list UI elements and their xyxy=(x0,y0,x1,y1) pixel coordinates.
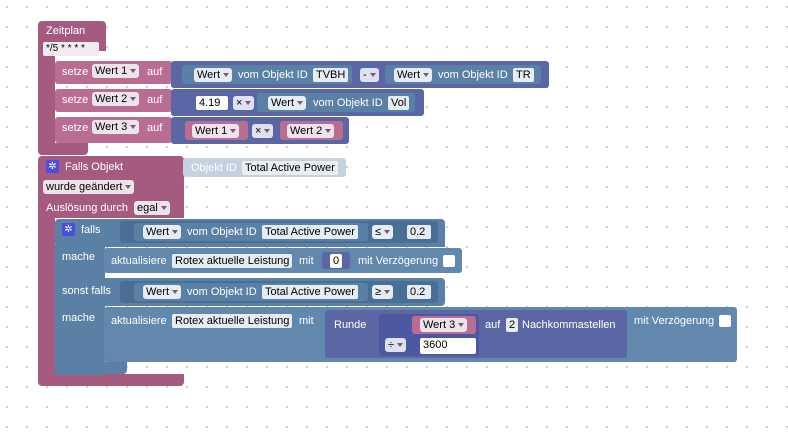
object-id-tr[interactable]: TR xyxy=(513,68,534,82)
multiply-op-dropdown[interactable]: × xyxy=(252,124,274,138)
prop-dropdown[interactable]: Wert xyxy=(143,285,182,299)
number-field[interactable]: 4.19 xyxy=(196,96,228,110)
object-id-vol[interactable]: Vol xyxy=(388,96,410,110)
compare-value-field[interactable]: 0.2 xyxy=(407,285,431,299)
divide-op-dropdown[interactable]: ÷ xyxy=(385,338,407,352)
chevron-down-icon xyxy=(130,69,137,74)
var-wert3-dropdown[interactable]: Wert 3 xyxy=(420,318,468,332)
trigger-title: Falls Objekt xyxy=(65,161,124,173)
trigger-by-label: Auslösung durch xyxy=(46,202,128,214)
chevron-down-icon xyxy=(172,290,179,295)
compare-value-field[interactable]: 0.2 xyxy=(407,225,431,239)
prop-dropdown[interactable]: Wert xyxy=(143,225,182,239)
if-block-footer xyxy=(55,362,127,374)
from-object-label: vom Objekt ID xyxy=(438,69,508,81)
delay-checkbox[interactable] xyxy=(443,255,455,267)
schedule-block-footer xyxy=(38,143,88,155)
chevron-down-icon xyxy=(230,129,237,134)
decimals-field[interactable]: 2 xyxy=(506,318,519,332)
chevron-down-icon xyxy=(397,343,404,348)
object-id-field[interactable]: Total Active Power xyxy=(262,285,358,299)
chevron-down-icon xyxy=(264,129,271,134)
chevron-down-icon xyxy=(223,73,230,78)
multiply-op-dropdown[interactable]: × xyxy=(233,96,255,110)
to-label: auf xyxy=(147,122,163,134)
object-id-field[interactable]: Total Active Power xyxy=(242,161,338,175)
gear-icon[interactable]: ✲ xyxy=(46,160,59,173)
divisor-field[interactable]: 3600 xyxy=(420,338,476,354)
round-on-label: auf xyxy=(485,319,501,331)
trigger-block-footer xyxy=(38,374,184,386)
delay-label: mit Verzögerung xyxy=(634,315,715,327)
set-label: setze xyxy=(62,66,89,78)
update-target-field[interactable]: Rotex aktuelle Leistung xyxy=(172,314,293,328)
gear-icon[interactable]: ✲ xyxy=(62,223,75,236)
compare-op-dropdown[interactable]: ≤ xyxy=(372,225,394,239)
to-label: auf xyxy=(147,94,163,106)
chevron-down-icon xyxy=(384,230,391,235)
var-wert2-dropdown[interactable]: Wert 2 xyxy=(287,124,335,138)
from-object-label: vom Objekt ID xyxy=(187,286,257,298)
cron-field[interactable]: */5 * * * * xyxy=(43,42,99,56)
set-label: setze xyxy=(62,122,89,134)
compare-op-dropdown[interactable]: ≥ xyxy=(372,285,394,299)
delay-checkbox[interactable] xyxy=(719,315,731,327)
with-label: mit xyxy=(299,255,314,267)
from-object-label: vom Objekt ID xyxy=(313,97,383,109)
prop-dropdown[interactable]: Wert xyxy=(194,68,233,82)
chevron-down-icon xyxy=(172,230,179,235)
chevron-down-icon xyxy=(130,97,137,102)
round-label: Runde xyxy=(334,319,367,331)
var-wert2-dropdown[interactable]: Wert 2 xyxy=(92,92,140,106)
elseif-label: sonst falls xyxy=(62,285,111,297)
var-wert1-dropdown[interactable]: Wert 1 xyxy=(192,124,240,138)
from-object-label: vom Objekt ID xyxy=(187,226,257,238)
do-label: mache xyxy=(62,251,96,263)
chevron-down-icon xyxy=(458,323,465,328)
object-id-label: Objekt ID xyxy=(191,162,237,174)
var-wert1-dropdown[interactable]: Wert 1 xyxy=(92,64,140,78)
chevron-down-icon xyxy=(325,129,332,134)
trigger-by-dropdown[interactable]: egal xyxy=(134,201,170,215)
chevron-down-icon xyxy=(423,73,430,78)
if-label: falls xyxy=(81,224,101,236)
update-target-field[interactable]: Rotex aktuelle Leistung xyxy=(172,254,293,268)
minus-op-dropdown[interactable]: - xyxy=(360,68,379,82)
chevron-down-icon xyxy=(369,73,376,78)
prop-dropdown[interactable]: Wert xyxy=(394,68,433,82)
update-label: aktualisiere xyxy=(111,255,167,267)
chevron-down-icon xyxy=(297,101,304,106)
chevron-down-icon xyxy=(130,125,137,130)
to-label: auf xyxy=(147,66,163,78)
update-label: aktualisiere xyxy=(111,315,167,327)
schedule-title: Zeitplan xyxy=(46,25,86,37)
chevron-down-icon xyxy=(384,290,391,295)
chevron-down-icon xyxy=(245,101,252,106)
update-value-field[interactable]: 0 xyxy=(330,254,343,268)
chevron-down-icon xyxy=(160,206,167,211)
schedule-block-spine xyxy=(38,50,55,146)
changed-dropdown[interactable]: wurde geändert xyxy=(43,180,135,194)
with-label: mit xyxy=(299,315,314,327)
do-label: mache xyxy=(62,312,96,324)
if-block-spine xyxy=(55,245,105,375)
var-wert3-dropdown[interactable]: Wert 3 xyxy=(92,120,140,134)
set-label: setze xyxy=(62,94,89,106)
trigger-block-spine xyxy=(38,216,55,376)
from-object-label: vom Objekt ID xyxy=(238,69,308,81)
delay-label: mit Verzögerung xyxy=(358,255,439,267)
chevron-down-icon xyxy=(125,185,132,190)
object-id-tvbh[interactable]: TVBH xyxy=(313,68,349,82)
prop-dropdown[interactable]: Wert xyxy=(268,96,307,110)
object-id-field[interactable]: Total Active Power xyxy=(262,225,358,239)
decimals-label: Nachkommastellen xyxy=(522,319,616,331)
